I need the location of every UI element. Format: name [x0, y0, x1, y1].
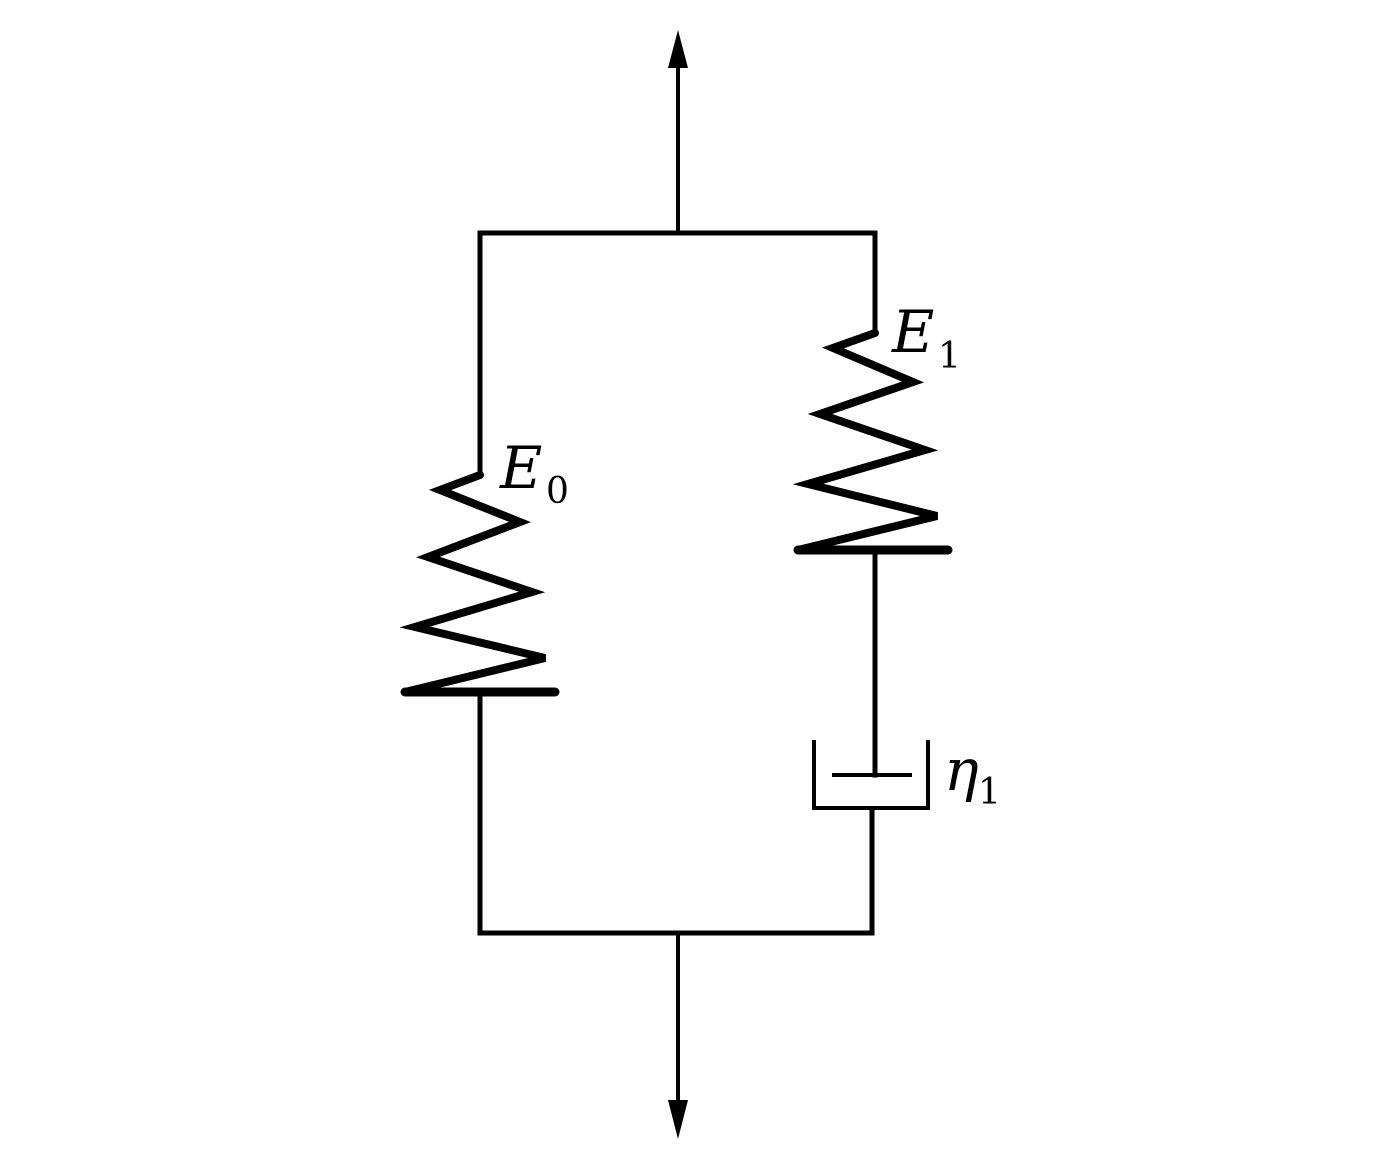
label-eta1-symbol: η [944, 736, 979, 804]
label-e0: E 0 [499, 434, 569, 512]
circuit-frame [477, 230, 878, 936]
label-e1-subscript: 1 [938, 336, 961, 377]
spring-e1 [792, 329, 953, 555]
label-eta1: η 1 [944, 736, 1001, 813]
bottom-force-arrow [668, 933, 688, 1139]
dashpot-eta1 [812, 740, 930, 810]
label-e1: E 1 [891, 298, 961, 377]
dashpot-cylinder [812, 740, 930, 810]
label-e1-symbol: E [891, 298, 934, 366]
label-eta1-subscript: 1 [978, 772, 1001, 813]
label-e0-symbol: E [499, 434, 542, 502]
top-force-arrow [668, 30, 688, 233]
label-e0-subscript: 0 [546, 471, 569, 512]
spring-e0 [399, 471, 560, 697]
